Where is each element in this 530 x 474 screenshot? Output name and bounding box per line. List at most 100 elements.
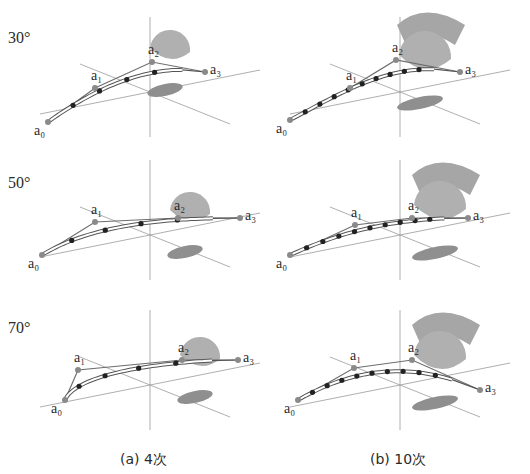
sample-dot	[310, 390, 315, 395]
sample-dot	[416, 370, 421, 375]
region-shadow	[146, 80, 184, 99]
control-point	[287, 117, 293, 123]
curve-tail	[434, 69, 460, 72]
angle-label: 30°	[8, 30, 30, 46]
curve-core	[290, 219, 444, 256]
control-point	[202, 69, 208, 75]
point-label: a₂	[408, 199, 419, 213]
region-blob	[399, 31, 451, 69]
sample-dot	[303, 109, 308, 114]
sample-dot	[332, 94, 337, 99]
point-label: a₁	[346, 69, 357, 83]
control-point	[351, 365, 357, 371]
curve-outline	[290, 219, 444, 256]
sample-dot	[336, 233, 341, 238]
control-point	[175, 215, 181, 221]
curve-outline	[42, 218, 213, 255]
sample-dot	[173, 361, 178, 366]
control-polygon	[290, 218, 468, 255]
sample-dot	[103, 228, 108, 233]
curve-core	[65, 361, 212, 400]
curve-tail	[444, 217, 468, 219]
axis-lines	[290, 17, 510, 137]
control-point	[352, 222, 358, 228]
point-label: a₁	[91, 69, 102, 83]
sample-dot	[354, 373, 359, 378]
region-shadow	[176, 387, 214, 406]
sample-dot	[70, 103, 75, 108]
point-label: a₀	[28, 257, 39, 271]
point-label: a₃	[245, 209, 256, 223]
control-point	[92, 85, 98, 91]
sample-dot	[367, 225, 372, 230]
curve-outline	[290, 69, 434, 120]
control-point	[393, 57, 399, 63]
point-label: a₃	[473, 209, 484, 223]
curve-tail	[212, 359, 238, 361]
sample-dot	[352, 229, 357, 234]
region-blob	[414, 181, 466, 219]
control-point	[409, 357, 415, 363]
sample-dot	[416, 67, 421, 72]
control-point	[347, 85, 353, 91]
point-label: a₁	[74, 351, 85, 365]
sample-dot	[402, 69, 407, 74]
axis-lines	[290, 310, 510, 430]
control-point	[179, 357, 185, 363]
sample-dot	[304, 245, 309, 250]
point-label: a₂	[392, 41, 403, 55]
region-shadow	[166, 242, 204, 261]
point-label: a₂	[408, 341, 419, 355]
control-point	[237, 215, 243, 221]
sample-dot	[388, 72, 393, 77]
control-point	[287, 252, 293, 258]
control-point	[457, 69, 463, 75]
axis-lines	[40, 17, 260, 137]
control-polygon	[298, 360, 480, 400]
control-point	[45, 119, 51, 125]
point-label: a₂	[148, 43, 159, 57]
point-label: a₁	[350, 349, 361, 363]
curve-outline	[65, 361, 212, 400]
angle-label: 70°	[8, 320, 30, 336]
control-point	[235, 357, 241, 363]
sample-dot	[320, 239, 325, 244]
control-point	[409, 215, 415, 221]
sample-dot	[138, 221, 143, 226]
control-polygon	[42, 218, 240, 255]
sample-dot	[136, 366, 141, 371]
point-label: a₂	[174, 199, 185, 213]
sample-dot	[433, 373, 438, 378]
sample-dot	[383, 222, 388, 227]
sample-dot	[102, 373, 107, 378]
curve-core	[48, 70, 183, 122]
sample-dot	[373, 76, 378, 81]
point-label: a₁	[91, 203, 102, 217]
curve-tail	[452, 380, 480, 390]
sample-dot	[69, 238, 74, 243]
control-polygon	[65, 360, 238, 400]
point-label: a₃	[243, 351, 254, 365]
curve-core	[290, 69, 434, 120]
control-point	[477, 387, 483, 393]
point-label: a₂	[178, 341, 189, 355]
sample-dot	[339, 378, 344, 383]
sample-dot	[400, 369, 405, 374]
control-point	[75, 367, 81, 373]
sample-dot	[369, 371, 374, 376]
region-shadow	[411, 392, 459, 413]
sample-dot	[152, 70, 157, 75]
panel-caption: (a) 4次	[120, 452, 167, 466]
point-label: a₃	[465, 63, 476, 77]
control-point	[149, 59, 155, 65]
axis-lines	[40, 310, 260, 430]
point-label: a₀	[34, 124, 45, 138]
point-label: a₀	[276, 122, 287, 136]
panel-caption: (b) 10次	[370, 452, 426, 466]
control-point	[295, 397, 301, 403]
sample-dot	[385, 369, 390, 374]
axis-lines	[40, 160, 260, 280]
point-label: a₃	[485, 381, 496, 395]
sample-dot	[427, 217, 432, 222]
